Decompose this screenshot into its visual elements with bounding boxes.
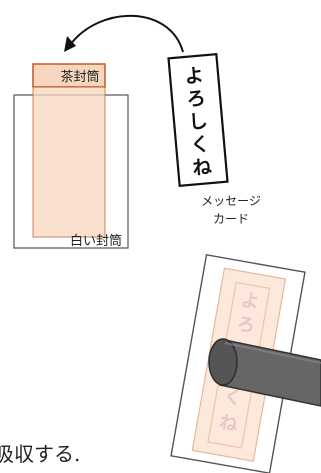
brown-envelope-label: 茶封筒 bbox=[60, 69, 99, 85]
white-envelope-label: 白い封筒 bbox=[70, 233, 122, 249]
message-card-label-line2: カード bbox=[213, 212, 249, 226]
faded-char-4: ね bbox=[218, 412, 239, 436]
arrow-head-icon bbox=[64, 36, 76, 52]
faded-char-3: く bbox=[222, 386, 243, 410]
curved-arrow bbox=[64, 14, 184, 53]
message-card: よ ろ し く ね bbox=[167, 52, 229, 188]
card-char-5: ね bbox=[192, 156, 213, 180]
roller bbox=[208, 338, 321, 407]
card-char-3: し bbox=[188, 110, 209, 134]
brown-envelope-body bbox=[32, 86, 106, 238]
faded-char-2: ろ bbox=[235, 313, 256, 337]
card-char-1: よ bbox=[184, 64, 205, 88]
card-char-2: ろ bbox=[186, 87, 207, 111]
message-card-label-line1: メッセージ bbox=[201, 194, 261, 208]
card-char-4: く bbox=[190, 133, 211, 157]
bottom-caption: 吸収する. bbox=[0, 442, 80, 466]
faded-char-1: よ bbox=[239, 290, 260, 314]
